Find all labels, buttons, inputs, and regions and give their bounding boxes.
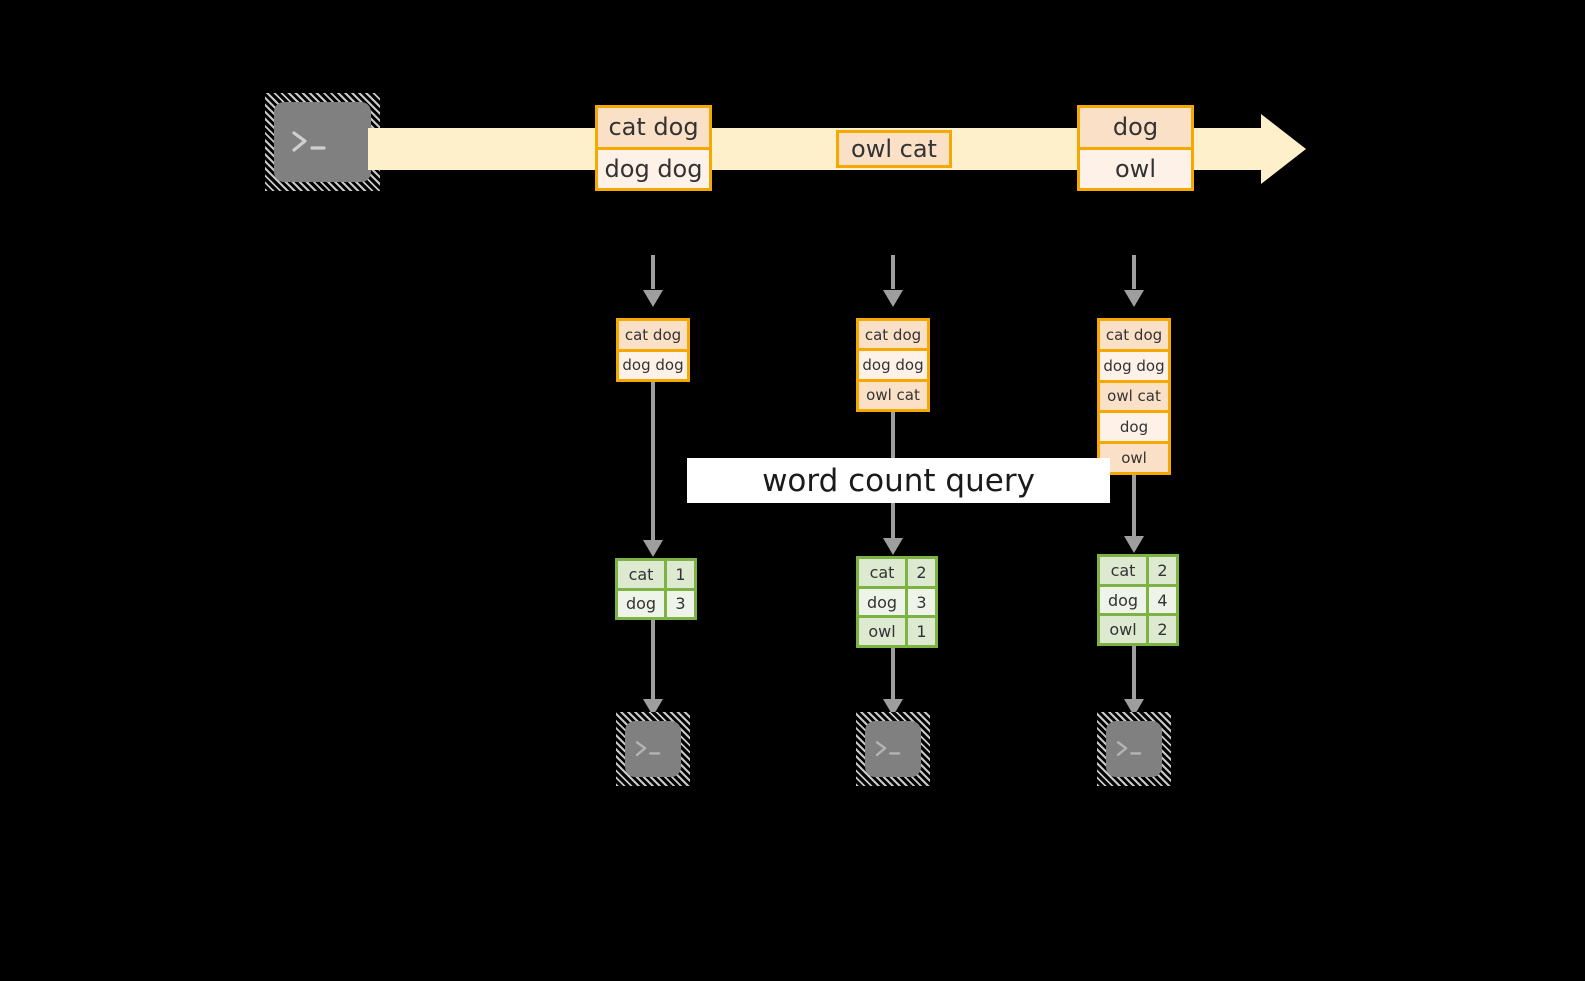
result-row: owl 1 (859, 615, 935, 646)
result-word: cat (859, 559, 905, 586)
result-to-sink-arrowhead (643, 699, 663, 716)
terminal-body (625, 721, 681, 777)
word-count-result-table: cat 2 dog 4 owl 2 (1097, 554, 1179, 646)
word-count-result-table: cat 1 dog 3 (615, 558, 697, 620)
result-word: owl (859, 618, 905, 646)
result-to-sink-connector (651, 620, 655, 700)
stream-record-line: dog dog (598, 146, 709, 188)
stack-to-result-arrowhead (1124, 536, 1144, 553)
stack-row: dog dog (1100, 348, 1168, 380)
terminal-prompt-glyph (274, 102, 371, 182)
terminal-body (865, 721, 921, 777)
result-word: dog (1100, 586, 1146, 614)
event-stream-arrowhead (1261, 114, 1306, 184)
materialized-stack: cat dog dog dog owl cat (856, 318, 930, 412)
result-count: 2 (1146, 557, 1176, 584)
stack-row: dog (1100, 410, 1168, 442)
result-count: 3 (905, 588, 935, 616)
stack-row: cat dog (1100, 321, 1168, 349)
stream-to-stack-connector (891, 255, 895, 289)
result-count: 4 (1146, 586, 1176, 614)
sink-terminal-icon (616, 712, 690, 786)
source-terminal-icon (265, 93, 380, 191)
stack-row: cat dog (619, 321, 687, 349)
stack-row: cat dog (859, 321, 927, 349)
stack-row: dog dog (619, 348, 687, 379)
stream-record: owl cat (836, 130, 952, 168)
stream-record-line: owl (1080, 146, 1191, 188)
stream-to-stack-arrowhead (883, 290, 903, 307)
stack-to-result-arrowhead (643, 540, 663, 557)
stream-to-stack-arrowhead (643, 290, 663, 307)
result-to-sink-connector (891, 648, 895, 700)
result-row: dog 3 (859, 585, 935, 616)
result-to-sink-arrowhead (883, 699, 903, 716)
terminal-prompt-glyph (625, 721, 681, 777)
result-word: dog (859, 588, 905, 616)
result-word: cat (1100, 557, 1146, 584)
result-word: cat (618, 561, 664, 588)
word-count-result-table: cat 2 dog 3 owl 1 (856, 556, 938, 648)
stream-record: cat dog dog dog (595, 105, 712, 191)
sink-terminal-icon (1097, 712, 1171, 786)
stack-to-result-arrowhead (883, 538, 903, 555)
stack-to-result-connector (651, 382, 655, 541)
materialized-stack: cat dog dog dog (616, 318, 690, 382)
terminal-prompt-glyph (1106, 721, 1162, 777)
result-word: dog (618, 590, 664, 617)
result-count: 1 (905, 618, 935, 646)
stack-row: owl (1100, 441, 1168, 472)
terminal-prompt-glyph (865, 721, 921, 777)
query-label: word count query (687, 458, 1110, 503)
result-row: owl 2 (1100, 613, 1176, 644)
terminal-body (1106, 721, 1162, 777)
stream-record-line: cat dog (598, 108, 709, 147)
sink-terminal-icon (856, 712, 930, 786)
result-row: cat 2 (1100, 557, 1176, 584)
result-to-sink-connector (1132, 646, 1136, 700)
stack-row: owl cat (1100, 379, 1168, 411)
result-count: 1 (664, 561, 694, 588)
result-count: 3 (664, 590, 694, 617)
terminal-body (274, 102, 371, 182)
stream-record-line: owl cat (839, 133, 949, 165)
stack-to-result-connector (1132, 475, 1136, 537)
result-count: 2 (1146, 616, 1176, 644)
result-count: 2 (905, 559, 935, 586)
result-row: cat 1 (618, 561, 694, 588)
result-row: dog 4 (1100, 583, 1176, 614)
stack-row: owl cat (859, 378, 927, 409)
result-word: owl (1100, 616, 1146, 644)
result-row: dog 3 (618, 587, 694, 617)
stream-record: dog owl (1077, 105, 1194, 191)
materialized-stack: cat dog dog dog owl cat dog owl (1097, 318, 1171, 475)
stream-to-stack-connector (651, 255, 655, 289)
stream-record-line: dog (1080, 108, 1191, 147)
stack-row: dog dog (859, 348, 927, 379)
result-row: cat 2 (859, 559, 935, 586)
result-to-sink-arrowhead (1124, 699, 1144, 716)
stream-to-stack-connector (1132, 255, 1136, 289)
stream-to-stack-arrowhead (1124, 290, 1144, 307)
